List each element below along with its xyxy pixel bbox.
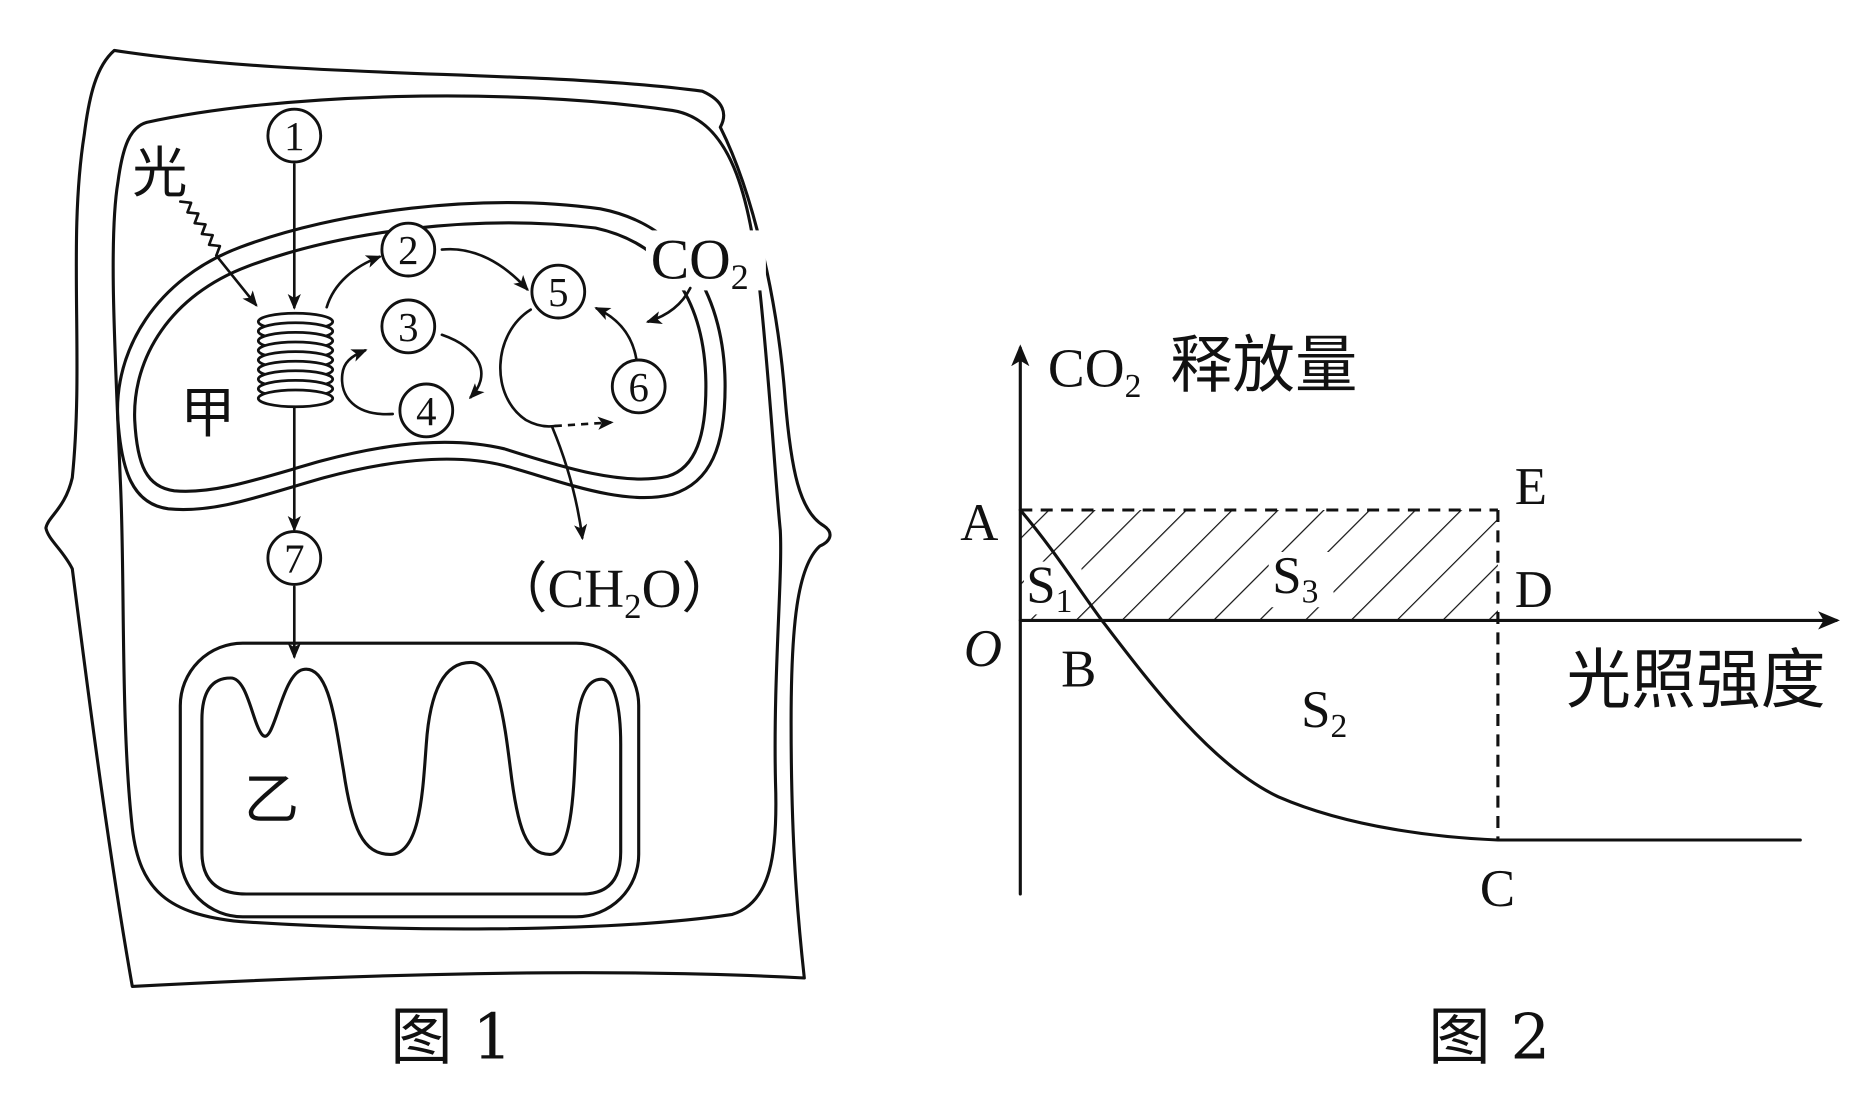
arrow-6-to-5 bbox=[594, 307, 638, 361]
step-marker-ring bbox=[398, 382, 455, 439]
step-marker-ring bbox=[266, 107, 323, 164]
s1-label-backdrop bbox=[1023, 561, 1082, 615]
y-axis-label-tail: 释放量 bbox=[1170, 328, 1357, 401]
chloroplast-label: 甲 bbox=[180, 382, 235, 446]
area-s2-label: S2 bbox=[1301, 681, 1347, 745]
step-marker-ring bbox=[610, 358, 667, 415]
point-a-label: A bbox=[960, 494, 998, 552]
step-marker-number: 7 bbox=[284, 536, 304, 581]
step-marker-3: 3 bbox=[380, 298, 437, 355]
step-marker-1: 1 bbox=[266, 107, 323, 164]
chloroplast-inner-membrane bbox=[133, 221, 708, 493]
light-arrow bbox=[214, 254, 258, 307]
thylakoid-disc bbox=[256, 388, 335, 409]
step-marker-number: 2 bbox=[398, 228, 418, 273]
x-axis-label: 光照强度 bbox=[1566, 643, 1825, 718]
mitochondrion-inner-membrane bbox=[200, 660, 623, 896]
step-marker-ring bbox=[530, 263, 587, 320]
point-e-label: E bbox=[1515, 458, 1547, 516]
co2-label-base: CO bbox=[651, 228, 731, 291]
cycle-curve-from-5 bbox=[499, 308, 557, 428]
chloroplast-outer-membrane bbox=[116, 201, 727, 512]
step-marker-5: 5 bbox=[530, 263, 587, 320]
step-marker-4: 4 bbox=[398, 382, 455, 439]
arrow-4-to-grana bbox=[340, 349, 395, 416]
step-marker-number: 4 bbox=[416, 389, 436, 434]
product-tail: O bbox=[642, 558, 682, 619]
arrow-grana-to-2 bbox=[325, 255, 382, 309]
step-marker-ring bbox=[266, 530, 323, 586]
co2-label-backdrop bbox=[645, 230, 766, 291]
step-marker-6: 6 bbox=[610, 358, 667, 415]
step-marker-ring bbox=[380, 298, 437, 355]
cell-membrane bbox=[111, 94, 783, 931]
step-marker-number: 5 bbox=[548, 270, 568, 315]
product-close-paren: ） bbox=[681, 557, 736, 621]
mitochondrion-outer-membrane bbox=[178, 641, 641, 919]
step-marker-number: 3 bbox=[398, 305, 418, 350]
product-open-paren: （ bbox=[492, 557, 547, 621]
figure-1: CO2 1 2 3 4 5 6 7 光 bbox=[44, 48, 832, 1073]
arrow-to-product bbox=[550, 425, 588, 541]
area-s1-base: S bbox=[1026, 556, 1055, 614]
figure-2-caption: 图 2 bbox=[1428, 1000, 1550, 1073]
point-c-label: C bbox=[1480, 860, 1515, 918]
area-s2-subscript: 2 bbox=[1330, 708, 1347, 745]
co2-label-subscript: 2 bbox=[731, 257, 749, 297]
step-marker-number: 1 bbox=[284, 114, 304, 159]
area-s1-label: S1 bbox=[1026, 556, 1072, 620]
product-base: CH bbox=[547, 558, 624, 619]
step-marker-number: 6 bbox=[628, 365, 648, 410]
light-label: 光 bbox=[132, 142, 187, 206]
step-marker-ring bbox=[380, 221, 437, 278]
y-axis-label-subscript: 2 bbox=[1125, 368, 1142, 405]
arrow-co2-in bbox=[645, 286, 692, 324]
arrow-2-to-5 bbox=[440, 247, 529, 292]
thylakoid-grana-stack bbox=[256, 311, 335, 409]
figure-1-caption: 图 1 bbox=[390, 1000, 512, 1073]
y-axis-label-base: CO bbox=[1048, 337, 1125, 398]
y-axis-label: CO2 释放量 bbox=[1048, 328, 1357, 405]
co2-label: CO2 bbox=[651, 228, 749, 297]
mitochondrion-label: 乙 bbox=[244, 768, 299, 832]
origin-label: O bbox=[964, 620, 1002, 678]
point-b-label: B bbox=[1061, 640, 1096, 698]
product-subscript: 2 bbox=[624, 587, 641, 626]
cell-wall bbox=[44, 48, 832, 988]
area-s1-subscript: 1 bbox=[1056, 583, 1073, 620]
arrow-3-to-4 bbox=[440, 333, 485, 400]
co2-release-curve bbox=[1018, 508, 1802, 842]
area-s3-label: S3 bbox=[1272, 547, 1318, 611]
step-marker-7: 7 bbox=[266, 530, 323, 586]
area-s3-subscript: 3 bbox=[1302, 573, 1319, 610]
area-s2-base: S bbox=[1301, 681, 1330, 739]
cycle-dashed-arrow-to-6 bbox=[554, 416, 614, 430]
step-marker-2: 2 bbox=[380, 221, 437, 278]
hatched-area-oaed bbox=[1020, 510, 1498, 621]
s3-label-backdrop bbox=[1268, 552, 1334, 608]
area-s3-base: S bbox=[1272, 547, 1301, 605]
point-d-label: D bbox=[1515, 561, 1553, 619]
product-label: （CH2O） bbox=[492, 557, 736, 626]
light-wave bbox=[178, 200, 222, 257]
